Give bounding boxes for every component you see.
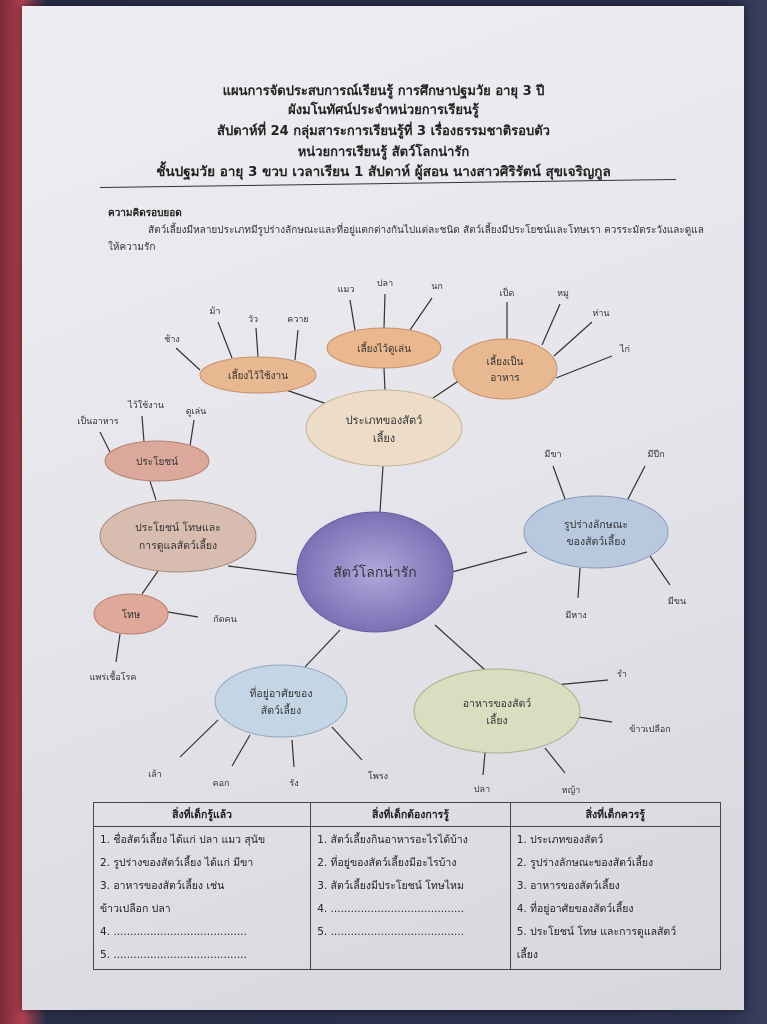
node-habitat: ที่อยู่อาศัยของ สัตว์เลี้ยง เล้า คอก รัง… [148,664,388,789]
table-cell-line: 3. อาหารของสัตว์เลี้ยง [516,880,620,892]
table-cell-line: 3. สัตว์เลี้ยงมีประโยชน์ โทษไหม [317,880,464,892]
node-work: เลี้ยงไว้ใช้งาน ช้าง ม้า วัว ควาย [164,306,317,394]
types-label-2: เลี้ยง [373,430,395,445]
habitat-label: ที่อยู่อาศัยของ [249,686,312,700]
food-label-2: อาหาร [490,373,520,384]
col-header-want: สิ่งที่เด็กต้องการรู้ [310,802,511,827]
types-label: ประเภทของสัตว์ [346,414,423,427]
care-label: ประโยชน์ โทษและ [135,521,221,534]
leaf-label: ปลา [474,785,490,795]
table-cell-line: 2. รูปร่างลักษณะของสัตว์เลี้ยง [516,857,654,869]
care-label-2: การดูแลสัตว์เลี้ยง [139,538,217,552]
connector-lines [99,293,671,776]
table-cell-line: 2. รูปร่างของสัตว์เลี้ยง ได้แก่ มีขา [100,857,254,869]
table-cell-line: 4. .....................................… [100,926,247,938]
col-should: 1. ประเภทของสัตว์ 2. รูปร่างลักษณะของสัต… [509,826,722,970]
node-shape: รูปร่างลักษณะ ของสัตว์เลี้ยง มีขา มีปีก … [523,449,686,621]
leaf-label: นก [431,282,443,292]
play-label: เลี้ยงไว้ดูเล่น [357,341,411,355]
leaf-label: มีปีก [647,449,664,460]
table-cell-line: 3. อาหารของสัตว์เลี้ยง เช่น [100,880,225,892]
table-cell-line: 4. ที่อยู่อาศัยของสัตว์เลี้ยง [516,903,634,915]
food-label: เลี้ยงเป็น [487,354,524,368]
leaf-label: หญ้า [562,785,581,796]
leaf-label: เป็นอาหาร [77,414,118,427]
leaf-label: ม้า [210,306,221,317]
map-title: ผังมโนทัศน์ประจำหน่วยการเรียนรู้ [288,103,479,118]
concept-title: ความคิดรอบยอด [108,208,182,219]
leaf-label: ดูเล่น [186,407,207,417]
node-benefit: ประโยชน์ เป็นอาหาร ไว้ใช้งาน ดูเล่น [77,400,210,482]
shape-label-2: ของสัตว์เลี้ยง [566,534,625,548]
col-known: 1. ชื่อสัตว์เลี้ยง ได้แก่ ปลา แมว สุนัข … [92,826,312,970]
col-header-known: สิ่งที่เด็กรู้แล้ว [92,802,312,827]
feed-label-2: เลี้ยง [486,713,507,727]
center-label: สัตว์โลกน่ารัก [333,564,417,581]
leaf-label: เล้า [148,769,162,780]
leaf-label: ปลา [377,279,393,289]
node-care: ประโยชน์ โทษและ การดูแลสัตว์เลี้ยง [99,499,257,573]
leaf-label: แพร่เชื้อโรค [90,670,137,683]
benefit-label: ประโยชน์ [136,455,178,468]
leaf-label: ข้าวเปลือก [629,724,670,735]
knowledge-table: สิ่งที่เด็กรู้แล้ว สิ่งที่เด็กต้องการรู้… [92,802,722,970]
leaf-label: เป็ด [500,286,515,299]
leaf-label: กัดคน [213,615,236,625]
shape-label: รูปร่างลักษณะ [564,519,628,531]
leaf-label: โพรง [368,771,388,782]
table-cell-line: เลี้ยง [516,949,539,961]
week-subject: สัปดาห์ที่ 24 กลุ่มสาระการเรียนรู้ที่ 3 … [217,124,550,139]
class-info: ชั้นปฐมวัย อายุ 3 ขวบ เวลาเรียน 1 สัปดาห… [156,164,611,180]
node-center: สัตว์โลกน่ารัก [296,511,454,633]
leaf-label: ช้าง [164,334,180,345]
leaf-label: ไก่ [619,344,630,355]
col-want: 1. สัตว์เลี้ยงกินอาหารอะไรได้บ้าง 2. ที่… [310,826,511,970]
unit-title: หน่วยการเรียนรู้ สัตว์โลกน่ารัก [297,145,470,160]
col-header-should: สิ่งที่เด็กควรรู้ [509,802,722,827]
node-food: เลี้ยงเป็น อาหาร เป็ด หมู ห่าน ไก่ [452,286,630,400]
concept-text: สัตว์เลี้ยงมีหลายประเภทมีรูปร่างลักษณะแล… [108,225,704,253]
node-types: ประเภทของสัตว์ เลี้ยง [305,389,463,467]
table-cell-line: 5. ประโยชน์ โทษ และการดูแลสัตว์ [516,926,677,938]
table-cell-line: 5. .....................................… [100,949,247,961]
leaf-label: มีขา [544,449,561,460]
habitat-label-2: สัตว์เลี้ยง [261,703,301,717]
feed-label: อาหารของสัตว์ [463,697,531,710]
plan-title: แผนการจัดประสบการณ์เรียนรู้ การศึกษาปฐมว… [222,84,545,99]
leaf-label: มีหาง [565,610,586,621]
node-feed: อาหารของสัตว์ เลี้ยง รำ ข้าวเปลือก ปลา ห… [413,668,671,796]
table-cell-line: 1. ประเภทของสัตว์ [516,834,604,846]
leaf-label: หมู [557,289,569,299]
leaf-label: ไว้ใช้งาน [127,400,164,411]
harm-label: โทษ [122,608,141,621]
work-label: เลี้ยงไว้ใช้งาน [228,368,288,382]
table-cell-line: 5. .....................................… [317,926,465,938]
leaf-label: รัง [289,779,298,789]
leaf-label: ห่าน [592,309,609,319]
node-harm: โทษ กัดคน แพร่เชื้อโรค [90,593,237,683]
leaf-label: รำ [617,669,627,680]
leaf-label: วัว [248,315,258,325]
table-cell-line: 2. ที่อยู่ของสัตว์เลี้ยงมีอะไรบ้าง [317,857,457,869]
leaf-label: แมว [338,285,355,295]
leaf-label: คอก [213,779,230,789]
table-cell-line: ข้าวเปลือก ปลา [100,903,171,915]
table-cell-line: 1. สัตว์เลี้ยงกินอาหารอะไรได้บ้าง [317,834,468,846]
table-cell-line: 1. ชื่อสัตว์เลี้ยง ได้แก่ ปลา แมว สุนัข [100,834,266,846]
node-play: เลี้ยงไว้ดูเล่น แมว ปลา นก [326,279,443,369]
table-cell-line: 4. .....................................… [317,903,465,915]
leaf-label: มีขน [668,596,686,607]
leaf-label: ควาย [287,315,308,325]
